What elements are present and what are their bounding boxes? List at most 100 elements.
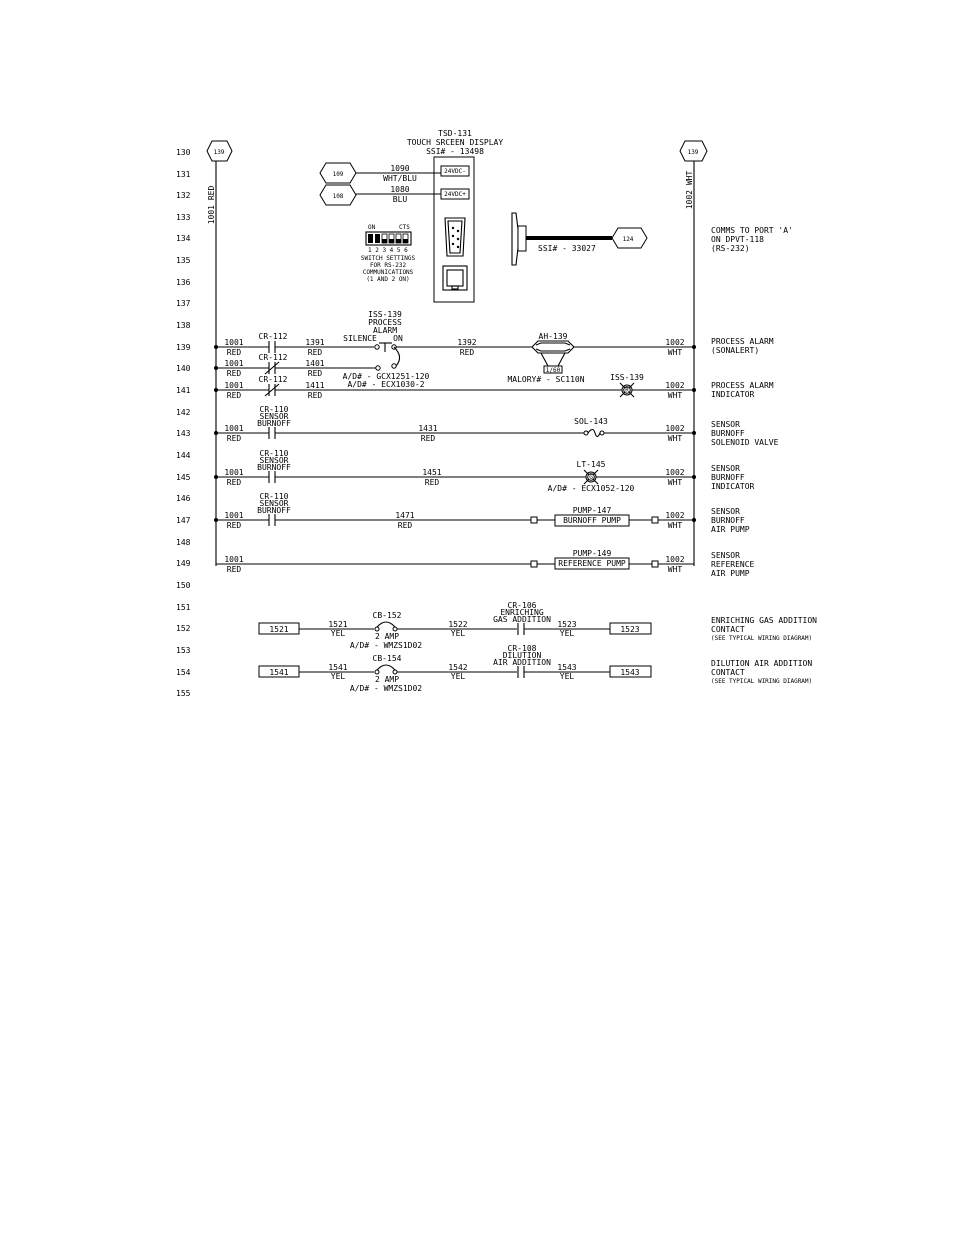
no-contact-icon (268, 427, 276, 439)
touch-screen-display: TSD-131 TOUCH SRCEEN DISPLAY SSI# - 1349… (407, 129, 503, 303)
contact-label: CR-110 (260, 492, 289, 501)
rung-description: SENSOR (711, 464, 740, 473)
horn-tag: AH-139 (539, 332, 568, 341)
desc-line: COMMS TO PORT 'A' (711, 226, 793, 235)
cable-label: SSI# - 33027 (538, 244, 596, 253)
off-page-ref-124 (611, 227, 648, 249)
line-number: 152 (176, 624, 191, 633)
wire-color: RED (227, 434, 242, 443)
dip-switches (368, 233, 409, 244)
rung-description: CONTACT (711, 668, 745, 677)
terminal-box (609, 665, 652, 678)
wire-number: 1451 (422, 468, 441, 477)
wire-number: 1401 (305, 359, 324, 368)
lamp-color: R (625, 387, 629, 394)
line-number: 130 (176, 148, 191, 157)
contact-desc: SENSOR (260, 456, 289, 465)
no-contact-icon (517, 666, 525, 678)
tsd-ssi: SSI# - 13498 (426, 147, 484, 156)
wire-number: 1542 (448, 663, 467, 672)
breaker-tag: CB-152 (373, 611, 402, 620)
wire-color: WHT (668, 434, 683, 443)
right-rail-label: 1002 WHT (685, 171, 694, 210)
wire-color: RED (460, 348, 475, 357)
part-number: A/D# - WMZS1D02 (350, 641, 422, 650)
dip-cts-label: CTS (399, 224, 410, 231)
line-number: 150 (176, 581, 191, 590)
wire-number: 1471 (395, 511, 414, 520)
wire-color: RED (308, 369, 323, 378)
selector-switch-icon (374, 342, 401, 369)
wire-number: 1080 (390, 185, 409, 194)
wire-color: RED (227, 565, 242, 574)
pump-tag: PUMP-147 (573, 506, 612, 515)
wire-color: YEL (331, 672, 346, 681)
wire-number: 1001 (224, 338, 243, 347)
line-number: 144 (176, 451, 191, 460)
rung-141: 1001 RED CR-112 1411 RED A/D# - ECX1030-… (214, 373, 774, 400)
line-number: 140 (176, 364, 191, 373)
rung-description: BURNOFF (711, 516, 745, 525)
breaker-rating: 2 AMP (375, 632, 399, 641)
wire-color: WHT (668, 521, 683, 530)
line-number: 146 (176, 494, 191, 503)
rung-143: CR-110 SENSOR BURNOFF 1001 RED 1431 RED … (214, 405, 779, 447)
db9-plug-icon (511, 212, 519, 266)
wire-number: 1002 (665, 511, 684, 520)
dip-caption: FOR RS-232 (370, 262, 407, 269)
solenoid-tag: SOL-143 (574, 417, 608, 426)
wire-color: WHT (668, 565, 683, 574)
desc-line: (RS-232) (711, 244, 750, 253)
wire-number: 1002 (665, 381, 684, 390)
off-page-ref-right (679, 140, 708, 162)
rung-description: REFERENCE (711, 560, 755, 569)
wire-color: YEL (560, 672, 575, 681)
contact-desc: SENSOR (260, 499, 289, 508)
switch-position: ON (393, 334, 403, 343)
plug-shell (517, 225, 527, 252)
lamp-tag: LT-145 (577, 460, 606, 469)
contact-desc: GAS ADDITION (493, 615, 551, 624)
rung-description: (SEE TYPICAL WIRING DIAGRAM) (711, 678, 812, 685)
rung-description: SENSOR (711, 551, 740, 560)
off-page-ref-label: 139 (688, 149, 699, 156)
contact-label: CR-108 (508, 644, 537, 653)
dip-caption: (1 AND 2 ON) (366, 276, 409, 283)
no-contact-icon (268, 514, 276, 526)
rung-description: CONTACT (711, 625, 745, 634)
rung-description: SOLENOID VALVE (711, 438, 779, 447)
wire-color: RED (425, 478, 440, 487)
wire-color: WHT/BLU (383, 174, 417, 183)
rung-140: 1001 RED CR-112 1401 RED A/D# - GCX1251-… (214, 353, 585, 384)
terminal-box-label: 1541 (269, 668, 288, 677)
switch-desc: ALARM (373, 326, 397, 335)
wire-color: YEL (560, 629, 575, 638)
terminal-box-label: 1521 (269, 625, 288, 634)
rung-147: CR-110 SENSOR BURNOFF 1001 RED 1471 RED … (214, 492, 750, 534)
pilot-light-red-icon (619, 382, 635, 398)
part-number: A/D# - ECX1030-2 (347, 380, 424, 389)
wire-color: BLU (393, 195, 408, 204)
wire-color: YEL (451, 672, 466, 681)
rung-description: SENSOR (711, 420, 740, 429)
terminal-plus-label: 24VDC+ (444, 191, 466, 198)
rung-139: 1001 RED CR-112 1391 RED ISS-139 PROCESS… (214, 310, 774, 374)
power-inputs: 109 1090 WHT/BLU 108 1080 BLU (319, 162, 441, 206)
wire-number: 1001 (224, 511, 243, 520)
wire-number: 1002 (665, 424, 684, 433)
contact-desc: SENSOR (260, 412, 289, 421)
rung-description: PROCESS ALARM (711, 337, 774, 346)
rs232-cable: SSI# - 33027 124 (511, 212, 648, 266)
off-page-ref-label: 139 (214, 149, 225, 156)
wire-number: 1090 (390, 164, 409, 173)
line-number: 142 (176, 408, 191, 417)
wire-number: 1001 (224, 359, 243, 368)
wire-color: RED (227, 369, 242, 378)
line-number: 154 (176, 668, 191, 677)
rung-description: SENSOR (711, 507, 740, 516)
db9-connector-icon (444, 217, 466, 257)
solenoid-coil-icon (583, 428, 605, 438)
wire-color: RED (421, 434, 436, 443)
rung-description: ENRICHING GAS ADDITION (711, 616, 817, 625)
contact-label: CR-112 (259, 375, 288, 384)
